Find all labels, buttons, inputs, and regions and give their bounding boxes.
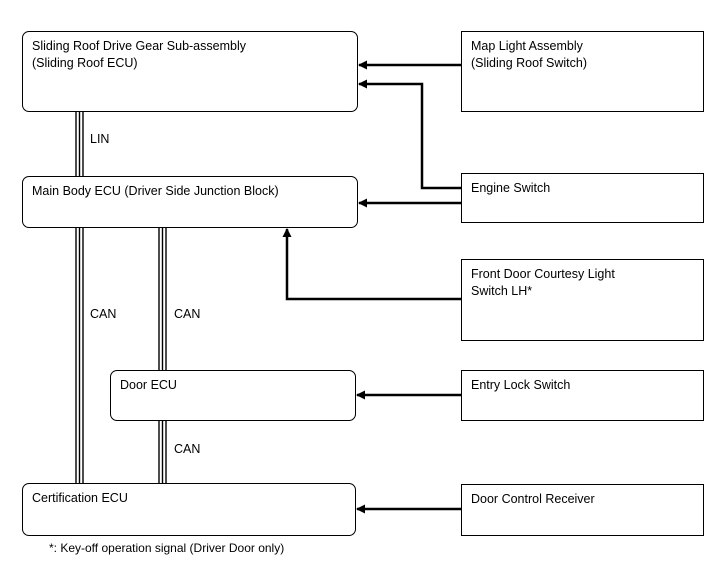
main-body-ecu-label: Main Body ECU (Driver Side Junction Bloc… [32,184,279,198]
lin-bus-label: LIN [90,132,110,146]
door-ecu-box: Door ECU [110,370,356,421]
door-control-receiver-box: Door Control Receiver [461,484,704,536]
door-ecu-label: Door ECU [120,378,177,392]
arrow-engine-switch-to-sliding-roof [358,79,461,190]
can-bus-line-mid [158,228,167,370]
sliding-roof-ecu-label-line1: Sliding Roof Drive Gear Sub-assembly [32,39,246,53]
engine-switch-label: Engine Switch [471,181,551,195]
main-body-ecu-box: Main Body ECU (Driver Side Junction Bloc… [22,176,358,228]
map-light-assembly-box: Map Light Assembly (Sliding Roof Switch) [461,31,704,112]
can-bus-label-door: CAN [174,442,201,456]
certification-ecu-box: Certification ECU [22,483,356,536]
can-bus-label-left: CAN [90,307,117,321]
entry-lock-switch-label: Entry Lock Switch [471,378,571,392]
entry-lock-switch-box: Entry Lock Switch [461,370,704,421]
courtesy-light-switch-box: Front Door Courtesy Light Switch LH* [461,259,704,341]
can-bus-line-door [158,421,167,483]
arrow-courtesy-switch-to-main-body [282,228,461,301]
map-light-label-line2: (Sliding Roof Switch) [471,56,588,70]
sliding-roof-ecu-box: Sliding Roof Drive Gear Sub-assembly (Sl… [22,31,358,112]
lin-bus-line [75,112,84,176]
footnote: *: Key-off operation signal (Driver Door… [49,541,285,555]
can-bus-label-mid: CAN [174,307,201,321]
sliding-roof-ecu-label-line2: (Sliding Roof ECU) [32,56,138,70]
courtesy-switch-label-line1: Front Door Courtesy Light [471,267,615,281]
courtesy-switch-label-line2: Switch LH* [471,284,533,298]
engine-switch-box: Engine Switch [461,173,704,223]
map-light-label-line1: Map Light Assembly [471,39,583,53]
certification-ecu-label: Certification ECU [32,491,128,505]
can-bus-line-left [75,228,84,483]
door-control-receiver-label: Door Control Receiver [471,492,595,506]
